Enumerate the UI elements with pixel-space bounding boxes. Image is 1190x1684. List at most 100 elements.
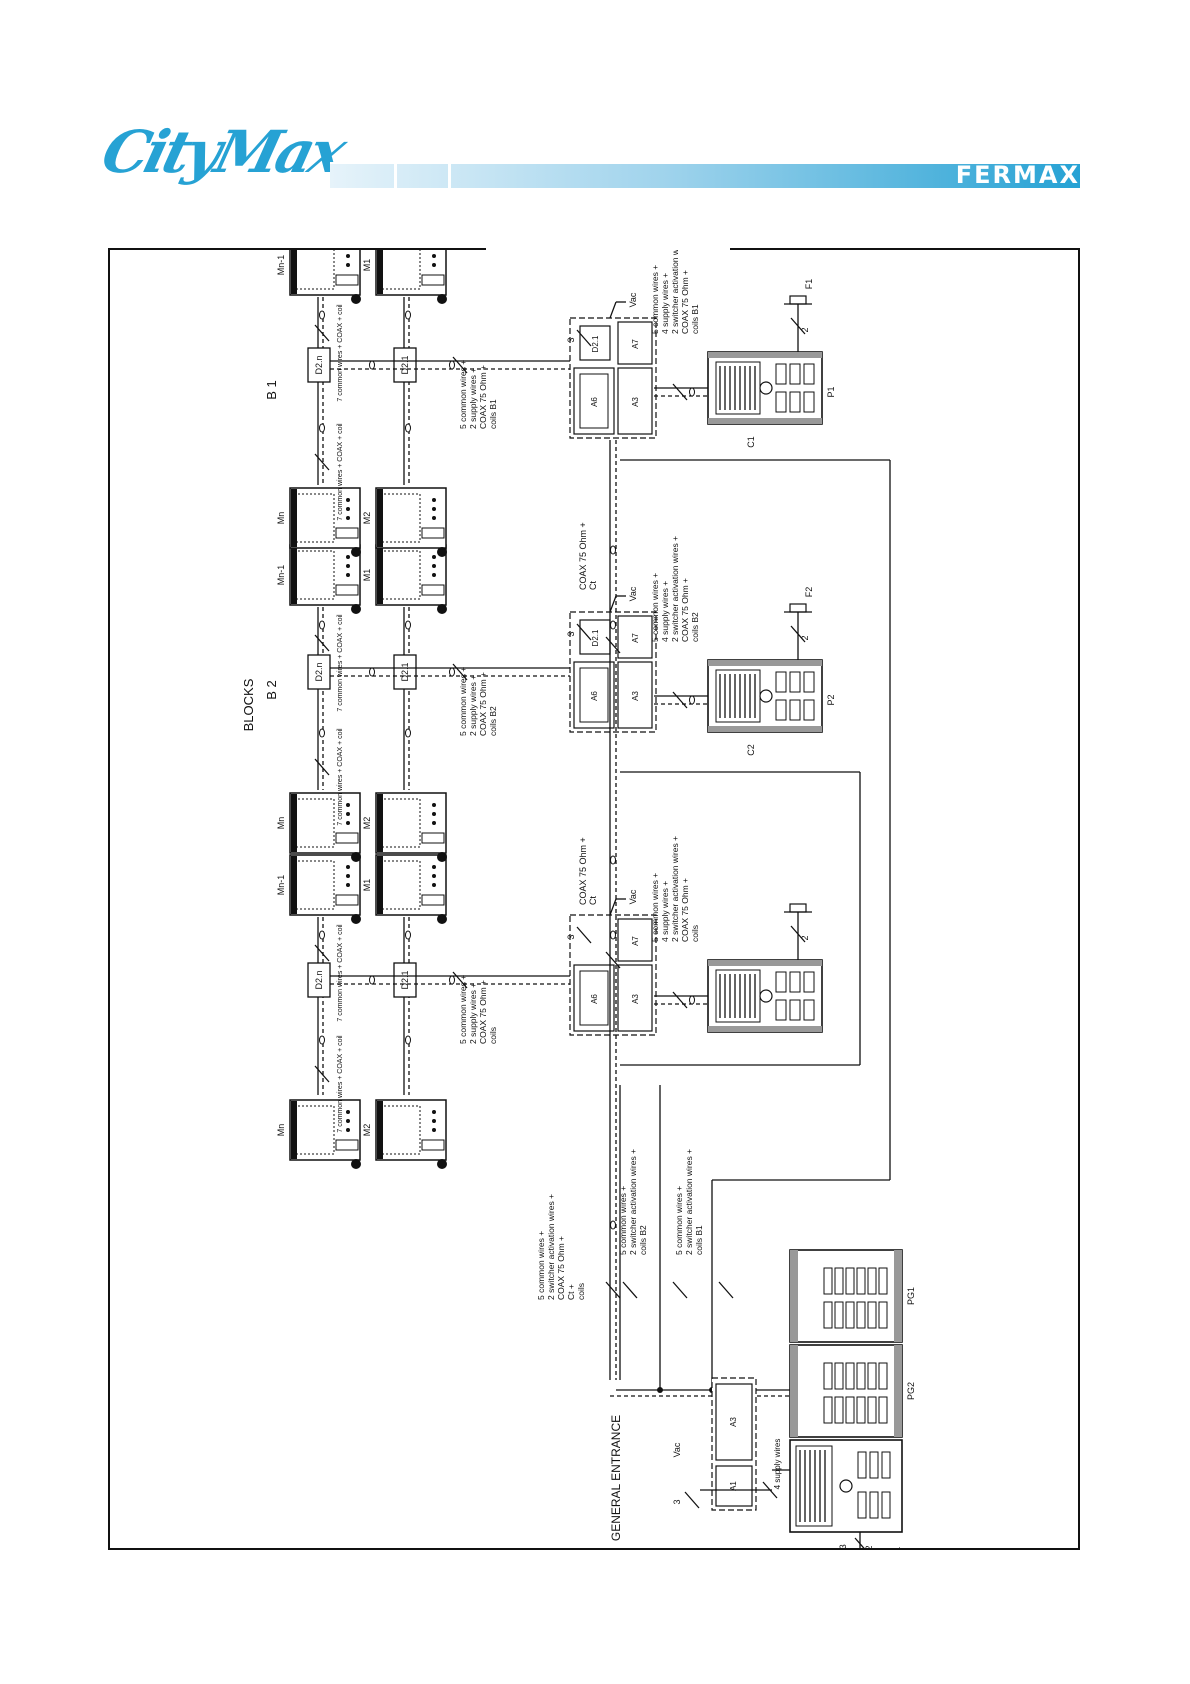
monitor-screen	[379, 1105, 421, 1155]
monitor	[289, 544, 361, 614]
unit-a7	[617, 321, 653, 365]
panel-note: 5 common wires +4 supply wires +2 switch…	[650, 250, 700, 334]
unit-a6-inner	[579, 667, 609, 723]
monitor-button	[432, 498, 436, 502]
monitor-button	[346, 498, 350, 502]
monitor-button	[432, 1128, 436, 1132]
call-button	[881, 1451, 891, 1479]
four-supply-label: 4 supply wires	[773, 1439, 782, 1490]
coax-marker	[405, 423, 411, 433]
panel-note-line: 5 common wires +	[650, 265, 660, 334]
call-button	[869, 1451, 879, 1479]
call-button	[845, 1267, 855, 1295]
riser-slash	[452, 971, 468, 989]
panel-slash	[672, 691, 688, 709]
riser-note-line: COAX 75 Ohm +	[478, 672, 488, 736]
lock-slash	[854, 1537, 865, 1548]
monitor-label: Mn-1	[276, 565, 286, 586]
coax-marker	[610, 1220, 616, 1230]
coax-marker	[369, 975, 375, 985]
frame-gap	[486, 246, 730, 250]
call-button	[878, 1267, 888, 1295]
ge-note-line: 2 switcher activation wires +	[546, 1194, 556, 1300]
call-button	[878, 1301, 888, 1329]
handset-icon	[437, 547, 447, 557]
monitor-button	[432, 263, 436, 267]
coax-marker	[449, 667, 455, 677]
door-panel	[707, 295, 823, 425]
coax-marker	[449, 360, 455, 370]
wire-count: 3	[566, 934, 576, 939]
camera-icon	[759, 381, 773, 395]
monitor-handset	[421, 584, 445, 596]
monitor-handset	[335, 832, 359, 844]
panel-note-line: 4 supply wires +	[660, 273, 670, 334]
coax-marker	[369, 360, 375, 370]
coax-note-line: Ct	[588, 581, 598, 590]
monitor-base	[377, 489, 383, 547]
call-button	[834, 1301, 844, 1329]
panel-edge	[708, 660, 822, 666]
panel-p-label: P2	[826, 694, 836, 705]
panel-edge	[708, 1026, 822, 1032]
unit-label: A6	[590, 994, 599, 1004]
coax-marker	[449, 975, 455, 985]
distributor-label: D2.1	[400, 662, 410, 681]
call-button	[857, 1451, 867, 1479]
monitor-base	[291, 856, 297, 914]
monitor-base	[377, 546, 383, 604]
call-button	[823, 1267, 833, 1295]
vac-slash	[684, 1491, 700, 1509]
monitor-button	[432, 803, 436, 807]
panel-edge	[708, 726, 822, 732]
power-supply-cabinet	[569, 611, 657, 733]
call-button	[789, 999, 801, 1021]
monitor-button	[432, 254, 436, 258]
panel-note-line: 5 common wires +	[650, 873, 660, 942]
riser-note-line: COAX 75 Ohm +	[478, 980, 488, 1044]
monitor	[375, 792, 447, 862]
panel-note-line: 2 switcher activation wires +	[670, 536, 680, 642]
panel-speaker	[715, 669, 761, 723]
distributor-label: D2.n	[314, 970, 324, 989]
call-button	[803, 391, 815, 413]
coax-note: COAX 75 Ohm +Ct	[578, 522, 598, 590]
call-button	[881, 1491, 891, 1519]
call-button	[803, 999, 815, 1021]
panel-edge	[708, 418, 822, 424]
handset-icon	[351, 604, 361, 614]
unit-a3	[617, 661, 653, 729]
monitor-button	[346, 263, 350, 267]
ge-note-line: coils	[576, 1283, 586, 1300]
panel-edge	[894, 1345, 902, 1437]
panel-p-label: P1	[826, 386, 836, 397]
riser-note: 5 common wires +2 supply wires +COAX 75 …	[458, 975, 498, 1044]
call-button	[856, 1267, 866, 1295]
vac-slash	[576, 329, 592, 347]
monitor-button	[346, 564, 350, 568]
monitor-screen	[293, 493, 335, 543]
monitor-label: Mn	[276, 817, 286, 830]
coax-marker	[610, 545, 616, 555]
lock-icon	[789, 295, 807, 305]
call-button	[803, 699, 815, 721]
panel-note-line: 4 supply wires +	[660, 881, 670, 942]
call-button	[856, 1396, 866, 1424]
panel-label: PG1	[906, 1287, 916, 1305]
monitor-handset	[421, 894, 445, 906]
coax-marker	[319, 620, 325, 630]
panel-edge	[708, 352, 822, 358]
call-button	[803, 971, 815, 993]
monitor-screen	[293, 860, 335, 910]
coax-marker	[405, 930, 411, 940]
coax-marker	[319, 423, 325, 433]
handset-icon	[437, 914, 447, 924]
monitor-button	[432, 507, 436, 511]
distributor-label: D2.1	[400, 970, 410, 989]
wire-count: 2	[800, 935, 810, 940]
unit-label: A3	[729, 1417, 738, 1427]
handset-icon	[351, 1159, 361, 1169]
unit-label: A7	[631, 936, 640, 946]
branch-slash	[314, 324, 330, 342]
